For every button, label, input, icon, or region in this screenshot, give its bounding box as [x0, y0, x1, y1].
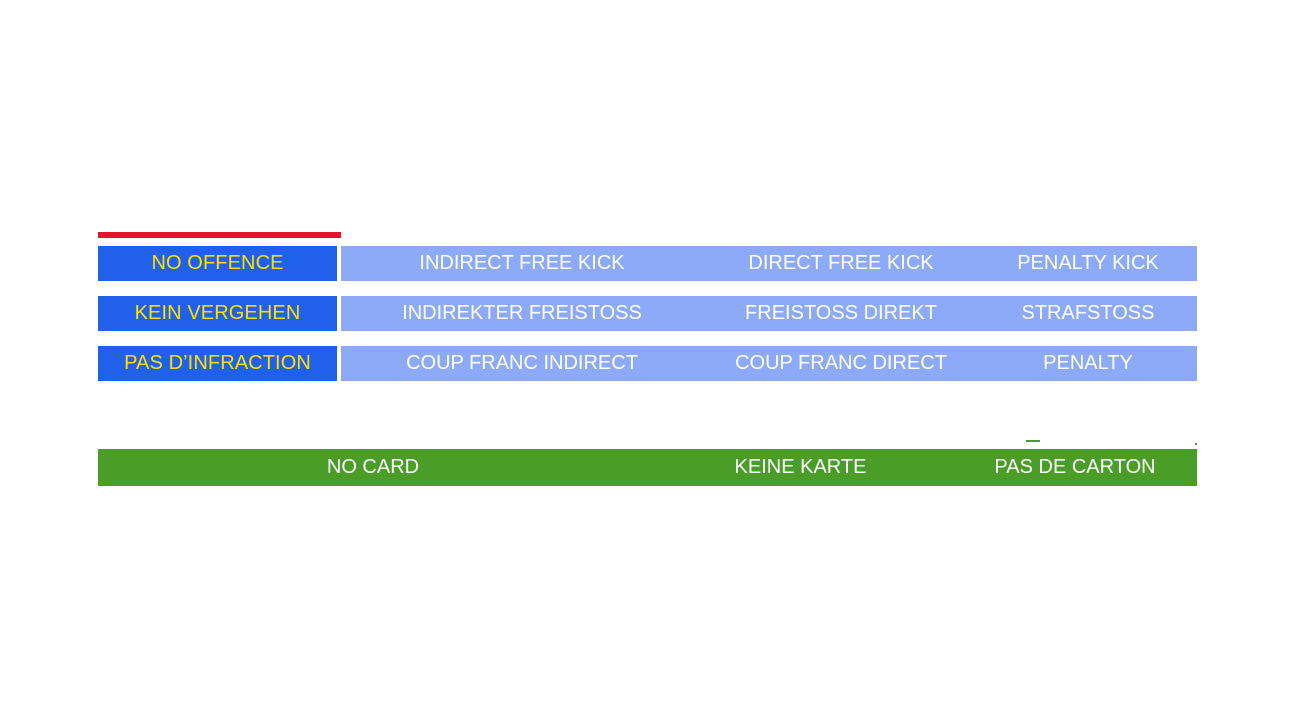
option-indirect-free-kick-english[interactable]: INDIRECT FREE KICK: [419, 252, 625, 274]
offence-decision-table: NO OFFENCE INDIRECT FREE KICK DIRECT FRE…: [98, 246, 1197, 381]
card-option-no-card-english[interactable]: NO CARD: [326, 456, 420, 478]
card-option-no-card-french[interactable]: PAS DE CARTON: [994, 456, 1156, 478]
option-direct-free-kick-german[interactable]: FREISTOSS DIREKT: [745, 302, 937, 324]
option-penalty-kick-german[interactable]: STRAFSTOSS: [1021, 302, 1155, 324]
offence-options-english: INDIRECT FREE KICK DIRECT FREE KICK PENA…: [341, 246, 1197, 281]
card-option-no-card-german[interactable]: KEINE KARTE: [734, 456, 867, 478]
offence-options-french: COUP FRANC INDIRECT COUP FRANC DIRECT PE…: [341, 346, 1197, 381]
red-accent-rule: [98, 232, 341, 238]
option-indirect-free-kick-german[interactable]: INDIREKTER FREISTOSS: [402, 302, 642, 324]
offence-label-english[interactable]: NO OFFENCE: [98, 246, 337, 281]
offence-options-german: INDIREKTER FREISTOSS FREISTOSS DIREKT ST…: [341, 296, 1197, 331]
offence-label-french[interactable]: PAS D’INFRACTION: [98, 346, 337, 381]
table-row: KEIN VERGEHEN INDIREKTER FREISTOSS FREIS…: [98, 296, 1197, 331]
option-direct-free-kick-english[interactable]: DIRECT FREE KICK: [748, 252, 934, 274]
green-tick-mark: [1026, 440, 1040, 442]
option-penalty-kick-english[interactable]: PENALTY KICK: [1017, 252, 1159, 274]
offence-label-german[interactable]: KEIN VERGEHEN: [98, 296, 337, 331]
green-dot-mark: [1195, 443, 1197, 445]
option-indirect-free-kick-french[interactable]: COUP FRANC INDIRECT: [406, 352, 638, 374]
option-direct-free-kick-french[interactable]: COUP FRANC DIRECT: [735, 352, 947, 374]
option-penalty-kick-french[interactable]: PENALTY: [1043, 352, 1133, 374]
table-row: PAS D’INFRACTION COUP FRANC INDIRECT COU…: [98, 346, 1197, 381]
card-decision-bar: NO CARD KEINE KARTE PAS DE CARTON: [98, 449, 1197, 486]
table-row: NO OFFENCE INDIRECT FREE KICK DIRECT FRE…: [98, 246, 1197, 281]
